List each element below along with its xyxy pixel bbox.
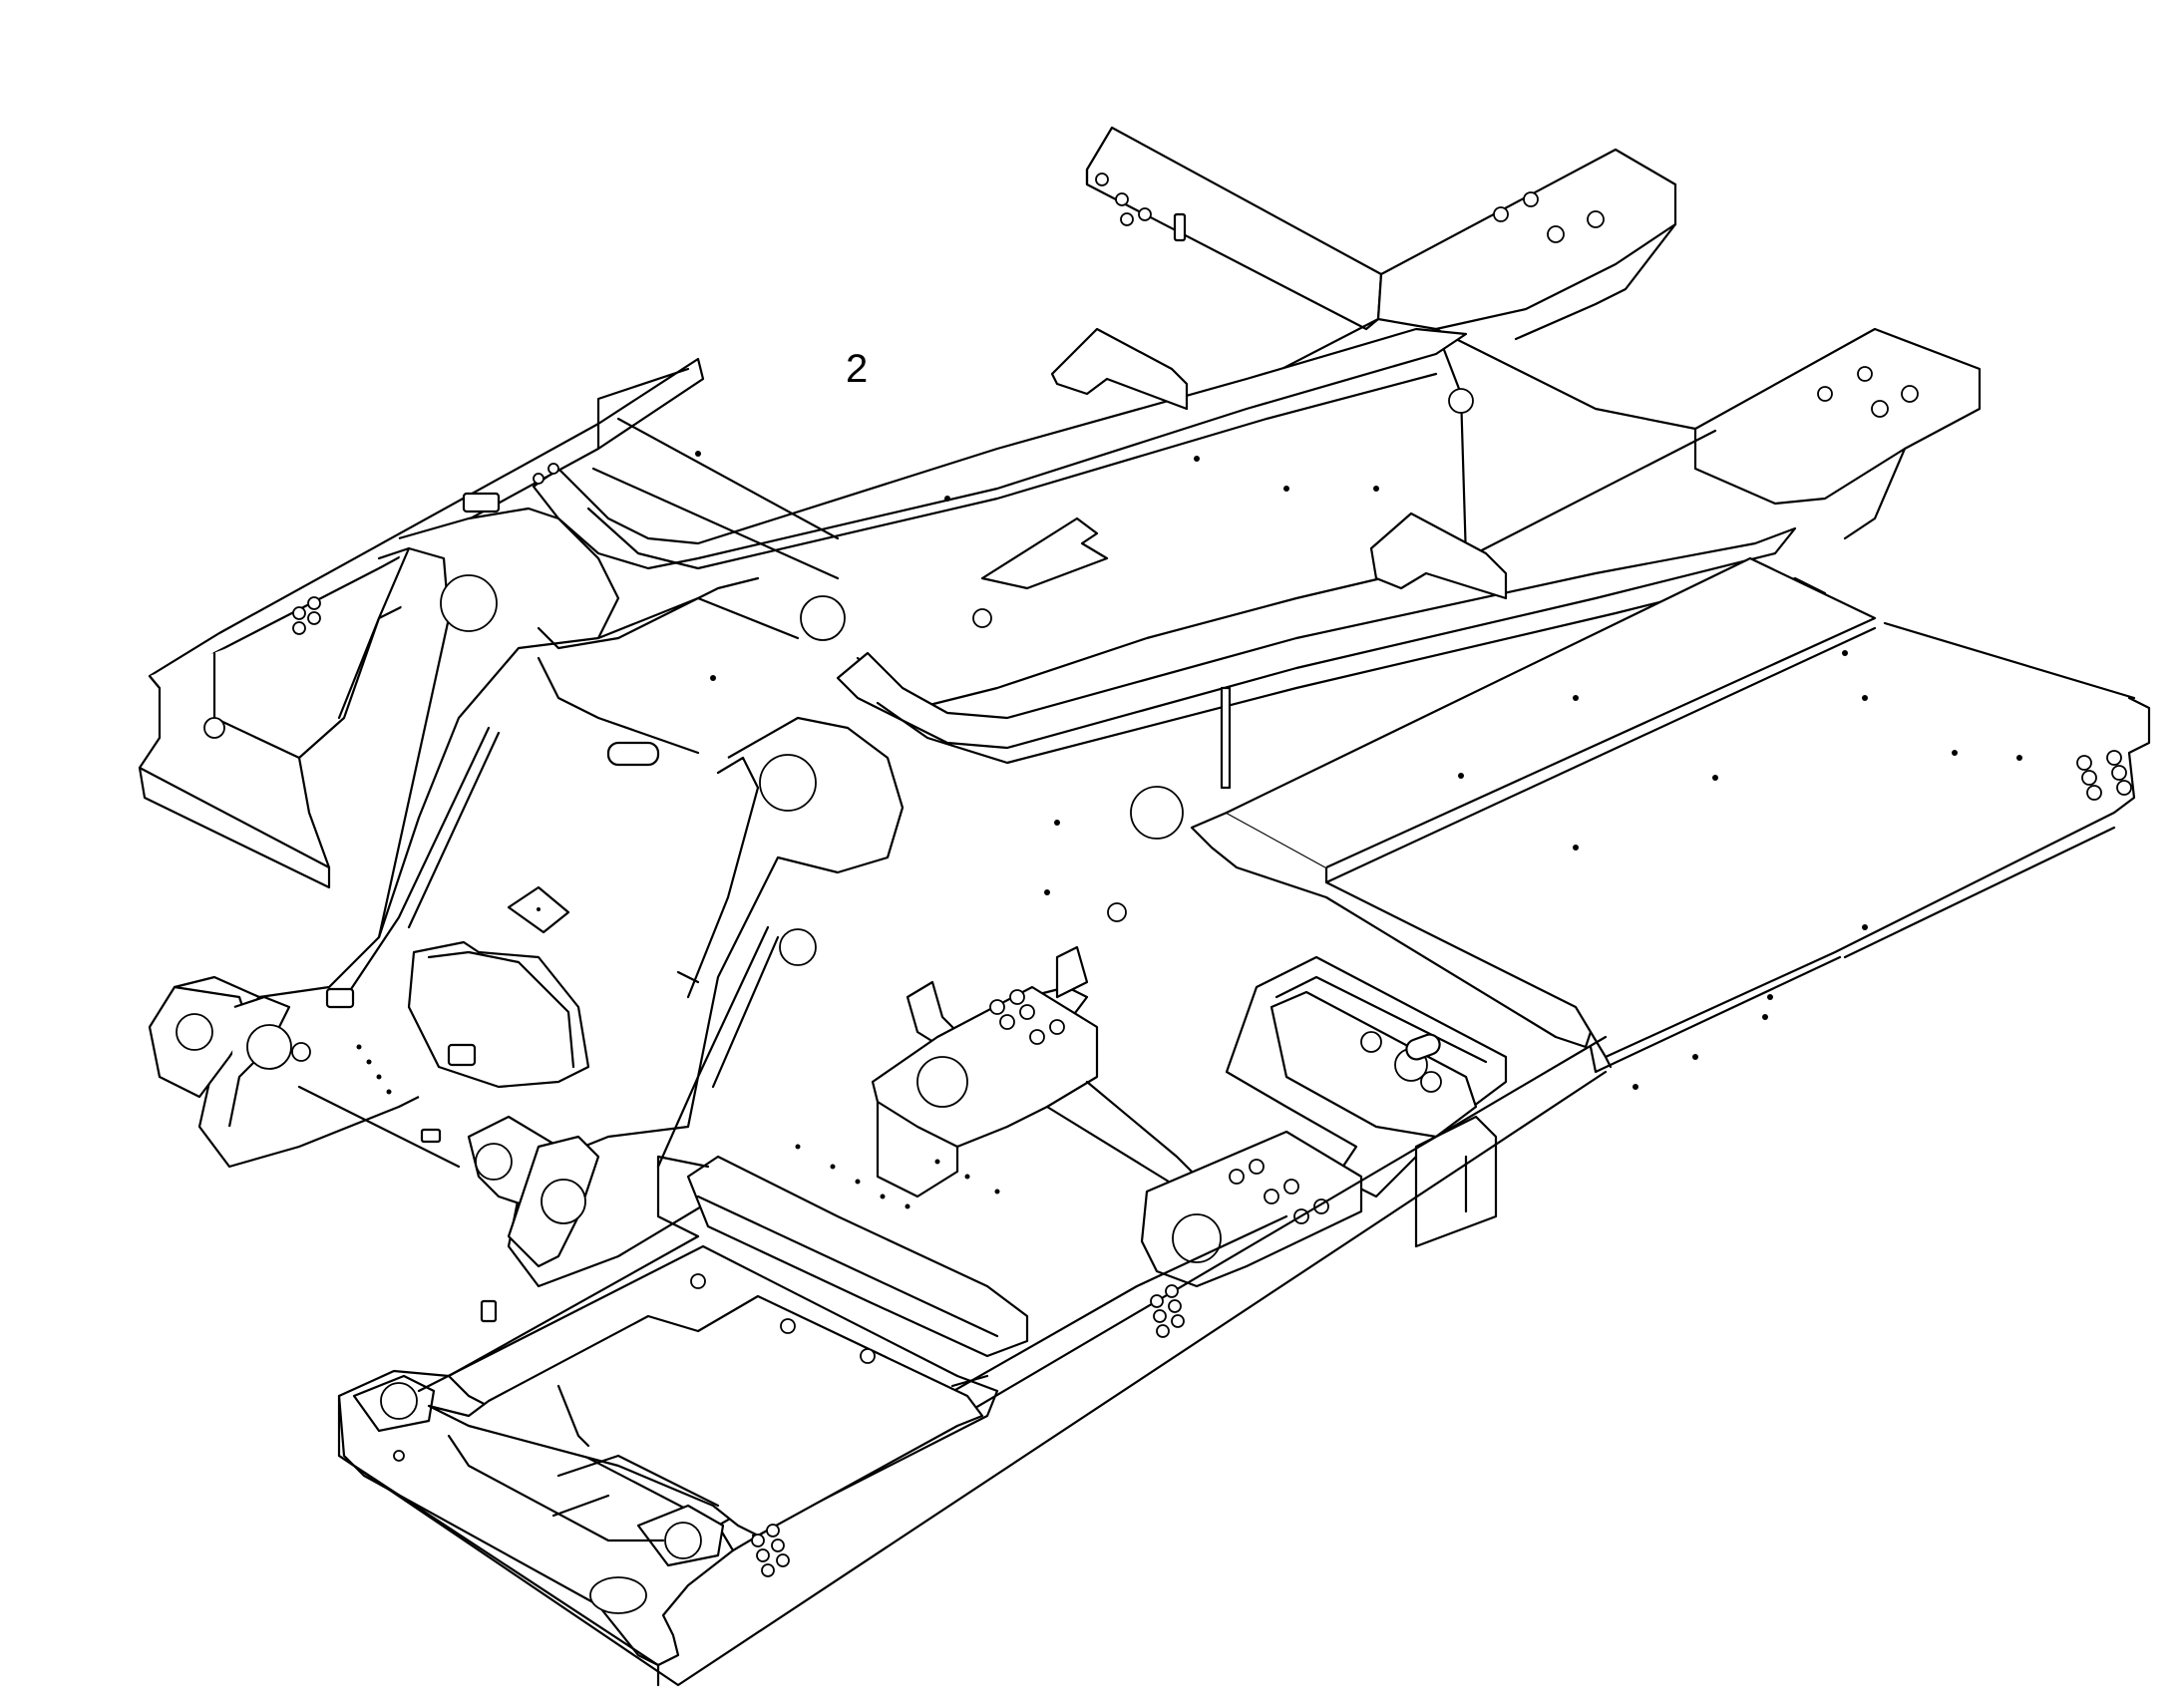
callout-number: 2 <box>846 347 868 391</box>
bearing-support-plates <box>871 945 1363 1288</box>
diagonal-boom-beam <box>532 327 1797 765</box>
centre-deck-plate <box>297 576 1184 1169</box>
front-lower-chassis <box>337 1035 1608 1687</box>
right-cross-frame <box>1190 556 2151 1074</box>
fastener-dots <box>356 451 1768 1209</box>
boom-foot-plates <box>148 507 905 1288</box>
